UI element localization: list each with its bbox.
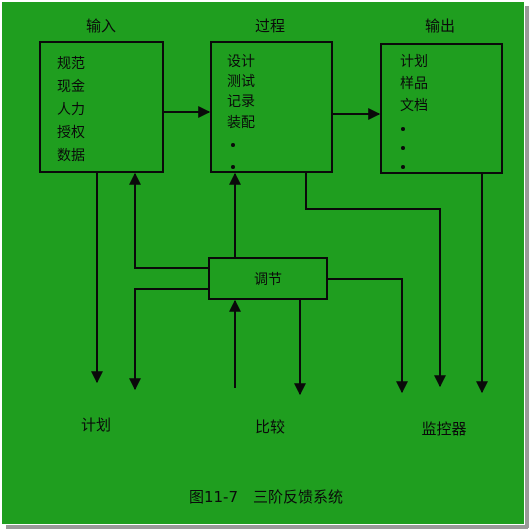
output-item: 文档	[400, 98, 428, 114]
arrow-adjust-to-input	[129, 172, 209, 269]
input-item: 人力	[57, 102, 85, 118]
process-item: 装配	[227, 115, 255, 131]
frame-shadow-bottom	[6, 525, 528, 529]
ellipsis-dot	[231, 165, 235, 169]
input-item: 数据	[57, 148, 85, 164]
header-output: 输出	[425, 17, 455, 35]
input-item: 现金	[57, 79, 85, 95]
header-input: 输入	[86, 17, 116, 35]
input-item: 授权	[57, 125, 85, 141]
ellipsis-dot	[231, 143, 235, 147]
input-box	[39, 41, 164, 173]
process-item: 记录	[227, 94, 255, 110]
process-item: 测试	[227, 74, 255, 90]
ellipsis-dot	[401, 146, 405, 150]
arrow-process-to-monitor	[305, 172, 446, 388]
label-compare: 比较	[255, 418, 285, 436]
label-plan: 计划	[81, 416, 111, 434]
output-item: 样品	[400, 76, 428, 92]
ellipsis-dot	[401, 127, 405, 131]
output-box	[380, 43, 503, 174]
adjust-label: 调节	[254, 272, 282, 288]
ellipsis-dot	[401, 165, 405, 169]
label-monitor: 监控器	[421, 420, 466, 438]
input-item: 规范	[57, 55, 85, 72]
process-box	[210, 41, 333, 173]
process-item: 设计	[227, 54, 255, 70]
arrow-adjust-to-monitor	[327, 278, 408, 394]
frame-shadow-right	[525, 6, 529, 528]
arrow-adjust-to-plan	[129, 288, 209, 391]
header-process: 过程	[255, 17, 285, 35]
figure-caption: 图11-7 三阶反馈系统	[189, 488, 343, 506]
output-item: 计划	[400, 54, 428, 70]
